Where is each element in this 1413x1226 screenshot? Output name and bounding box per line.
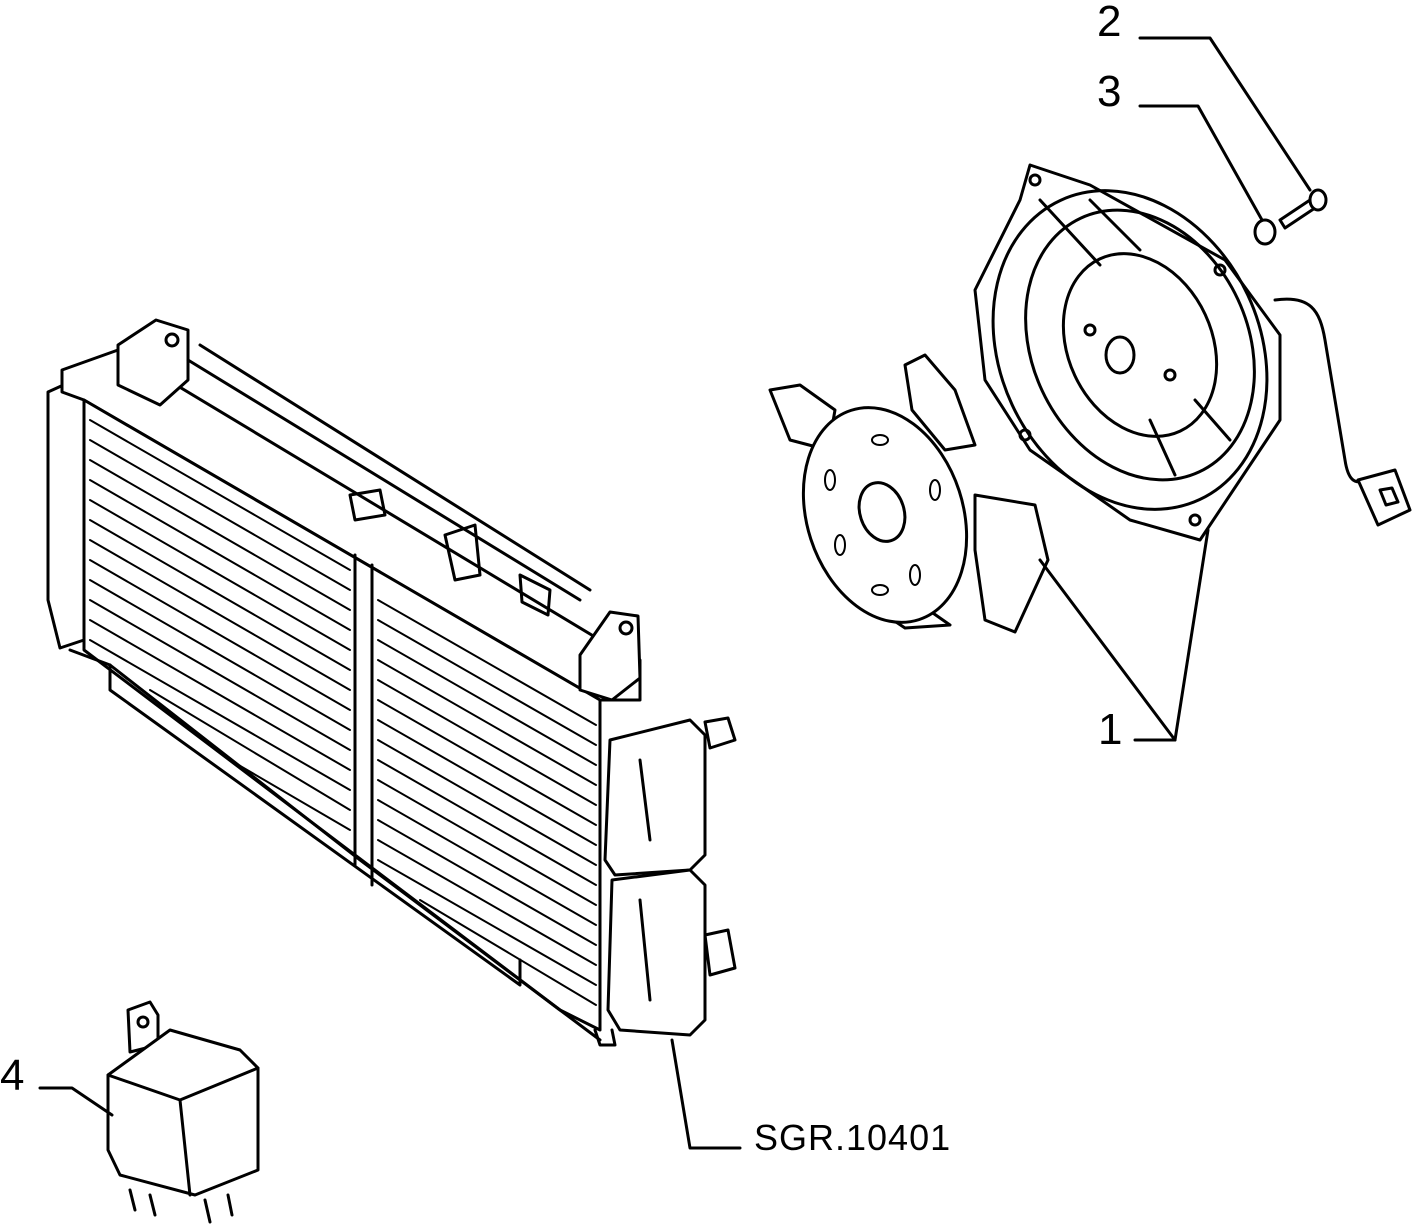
washer [1253, 218, 1277, 246]
fan-shroud-motor [973, 163, 1412, 542]
callout-2: 2 [1097, 0, 1121, 46]
drawing-reference-code: SGR.10401 [754, 1117, 951, 1158]
fan-blade [768, 353, 1050, 634]
callout-3: 3 [1097, 67, 1121, 116]
leader-lines [38, 36, 1312, 1150]
callout-4: 4 [0, 1051, 24, 1100]
callout-1: 1 [1098, 705, 1122, 754]
relay [106, 1000, 260, 1224]
radiator [46, 318, 737, 1047]
screw [1278, 188, 1328, 230]
